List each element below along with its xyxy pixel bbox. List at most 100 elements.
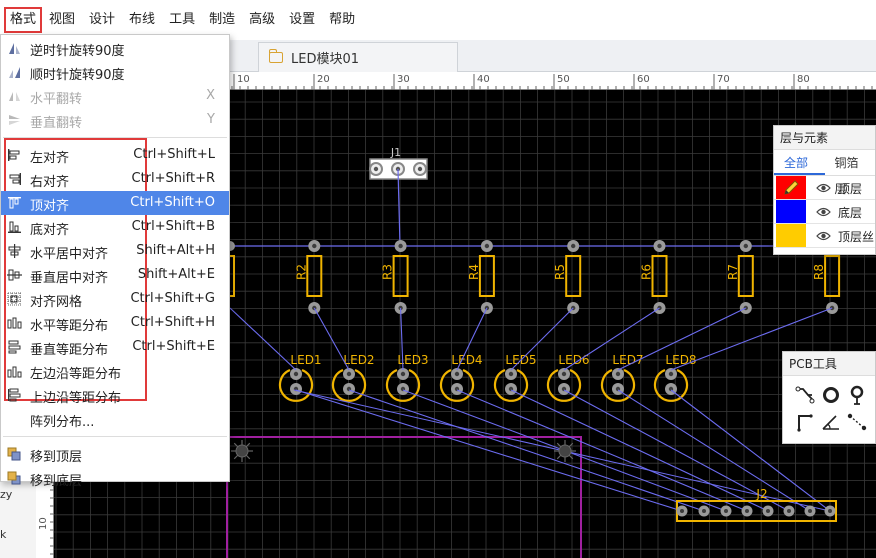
rotate-cw-icon [7, 65, 22, 79]
eye-icon[interactable] [816, 183, 831, 193]
menu-option-shortcut: Y [207, 112, 215, 127]
resistor-label: R3 [381, 264, 395, 280]
menu-option-g2-1[interactable]: 右对齐 Ctrl+Shift+R [1, 167, 229, 191]
align-right-icon [7, 172, 22, 186]
ruler-label: 30 [397, 74, 410, 85]
led-label: LED4 [451, 353, 482, 367]
corner-track-icon[interactable] [793, 410, 817, 434]
menu-item-6[interactable]: 高级 [249, 12, 276, 27]
connector-j2[interactable]: J2 [676, 487, 837, 522]
menu-option-label: 右对齐 [30, 175, 70, 190]
menu-item-3[interactable]: 布线 [129, 12, 156, 27]
resistor-label: R5 [553, 264, 567, 280]
ruler-label: 20 [317, 74, 330, 85]
resistor-r2[interactable]: R2 [294, 240, 323, 314]
tab-all-layers[interactable]: 全部层 [774, 150, 825, 196]
menu-item-0[interactable]: 格式 [4, 7, 43, 33]
ruler-label: 70 [717, 74, 730, 85]
menu-option-label: 顶对齐 [30, 199, 70, 214]
pcb-tools-title: PCB工具 [783, 352, 875, 376]
menu-option-shortcut: Ctrl+Shift+R [131, 171, 216, 186]
pad-icon[interactable] [819, 383, 843, 407]
resistor-r7[interactable]: R7 [726, 240, 754, 314]
layer-row-2[interactable]: 顶层丝 [774, 224, 875, 248]
menu-option-label: 上边沿等距分布 [30, 391, 122, 406]
layer-color-swatch[interactable] [776, 200, 806, 223]
menu-bar: 格式视图设计布线工具制造高级设置帮助 [0, 0, 876, 40]
menu-option-shortcut: Ctrl+Shift+L [133, 147, 215, 162]
menu-item-5[interactable]: 制造 [209, 12, 236, 27]
track-icon[interactable] [793, 383, 817, 407]
send-to-back-icon [7, 471, 22, 485]
connect-icon[interactable] [845, 410, 869, 434]
led-3[interactable]: LED3 [385, 353, 429, 402]
menu-item-8[interactable]: 帮助 [329, 12, 356, 27]
menu-item-4[interactable]: 工具 [169, 12, 196, 27]
layers-panel-title: 层与元素 [774, 126, 875, 150]
menu-option-g3-1[interactable]: 移到底层 [1, 466, 229, 490]
rotate-ccw-icon [7, 41, 22, 55]
menu-item-2[interactable]: 设计 [89, 12, 116, 27]
menu-option-g2-10[interactable]: 上边沿等距分布 [1, 383, 229, 407]
menu-item-1[interactable]: 视图 [49, 12, 76, 27]
menu-option-label: 垂直居中对齐 [30, 271, 109, 286]
resistor-r6[interactable]: R6 [640, 240, 668, 314]
menu-option-label: 左边沿等距分布 [30, 367, 122, 382]
layer-color-swatch[interactable] [776, 224, 806, 247]
layer-color-swatch[interactable] [776, 176, 806, 199]
menu-option-label: 移到顶层 [30, 450, 83, 465]
via-icon[interactable] [845, 383, 869, 407]
align-center-horizontal-icon [7, 244, 22, 258]
eye-icon[interactable] [816, 207, 831, 217]
resistor-r5[interactable]: R5 [553, 240, 582, 314]
mounting-hole [554, 440, 576, 462]
tab-copper-layers[interactable]: 铜箔层 [834, 156, 859, 196]
ruler-label: 10 [237, 74, 250, 85]
menu-item-7[interactable]: 设置 [289, 12, 316, 27]
layer-row-1[interactable]: 底层 [774, 200, 875, 224]
layer-row-0[interactable]: 顶层 [774, 176, 875, 200]
led-2[interactable]: LED2 [331, 353, 375, 402]
resistor-label: R4 [467, 264, 481, 280]
eye-icon[interactable] [816, 231, 831, 241]
resistor-r3[interactable]: R3 [381, 240, 409, 314]
led-1[interactable]: LED1 [278, 353, 322, 402]
menu-option-g1-0[interactable]: 逆时针旋转90度 [1, 36, 229, 60]
resistor-label: R7 [726, 264, 740, 280]
menu-option-g2-11[interactable]: 阵列分布... [1, 407, 229, 431]
resistor-r4[interactable]: R4 [467, 240, 495, 314]
left-strip-text-0: zy [0, 488, 13, 501]
distribute-vertical-icon [7, 340, 22, 354]
menu-separator [3, 137, 227, 138]
pcb-tools-panel: PCB工具 [782, 351, 876, 444]
menu-option-label: 底对齐 [30, 223, 70, 238]
tab-label: LED模块01 [291, 52, 360, 67]
align-left-icon [7, 148, 22, 162]
menu-option-label: 水平居中对齐 [30, 247, 109, 262]
flip-horizontal-icon [7, 89, 22, 103]
menu-option-g1-1[interactable]: 顺时针旋转90度 [1, 60, 229, 84]
menu-option-g3-0[interactable]: 移到顶层 [1, 442, 229, 466]
tab-bar: LED模块01 [230, 40, 876, 72]
mounting-hole [231, 440, 253, 462]
angle-icon[interactable] [819, 410, 843, 434]
tab-led-module[interactable]: LED模块01 [258, 42, 458, 72]
left-strip-text-1: k [0, 528, 7, 541]
led-label: LED8 [665, 353, 696, 367]
menu-option-shortcut: Ctrl+Shift+E [132, 339, 215, 354]
layer-name: 顶层丝 [838, 230, 875, 244]
menu-option-g2-9[interactable]: 左边沿等距分布 [1, 359, 229, 383]
folder-icon [268, 49, 283, 63]
